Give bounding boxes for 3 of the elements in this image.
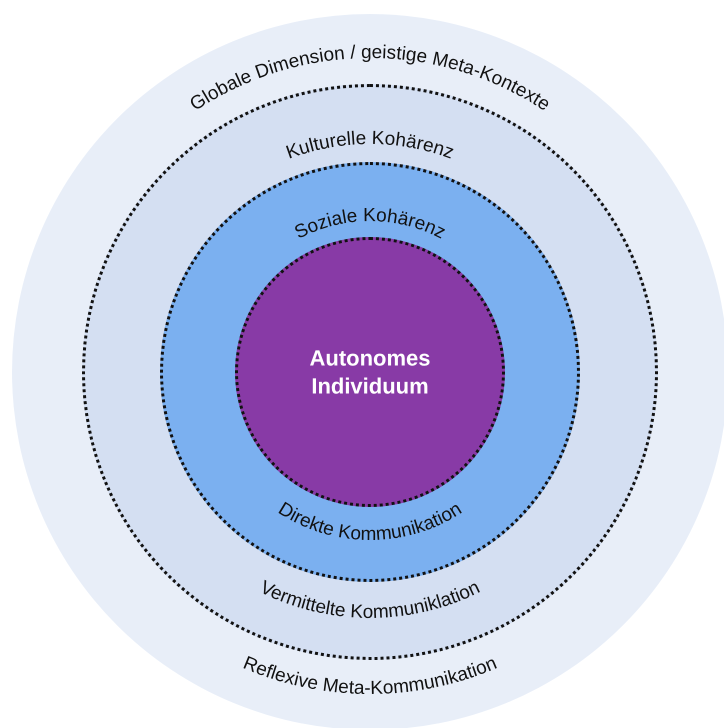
ring-label: Kulturelle Kohärenz	[284, 128, 457, 164]
center-label: Autonomes Individuum	[308, 344, 432, 400]
ring-label: Soziale Kohärenz	[291, 205, 449, 244]
